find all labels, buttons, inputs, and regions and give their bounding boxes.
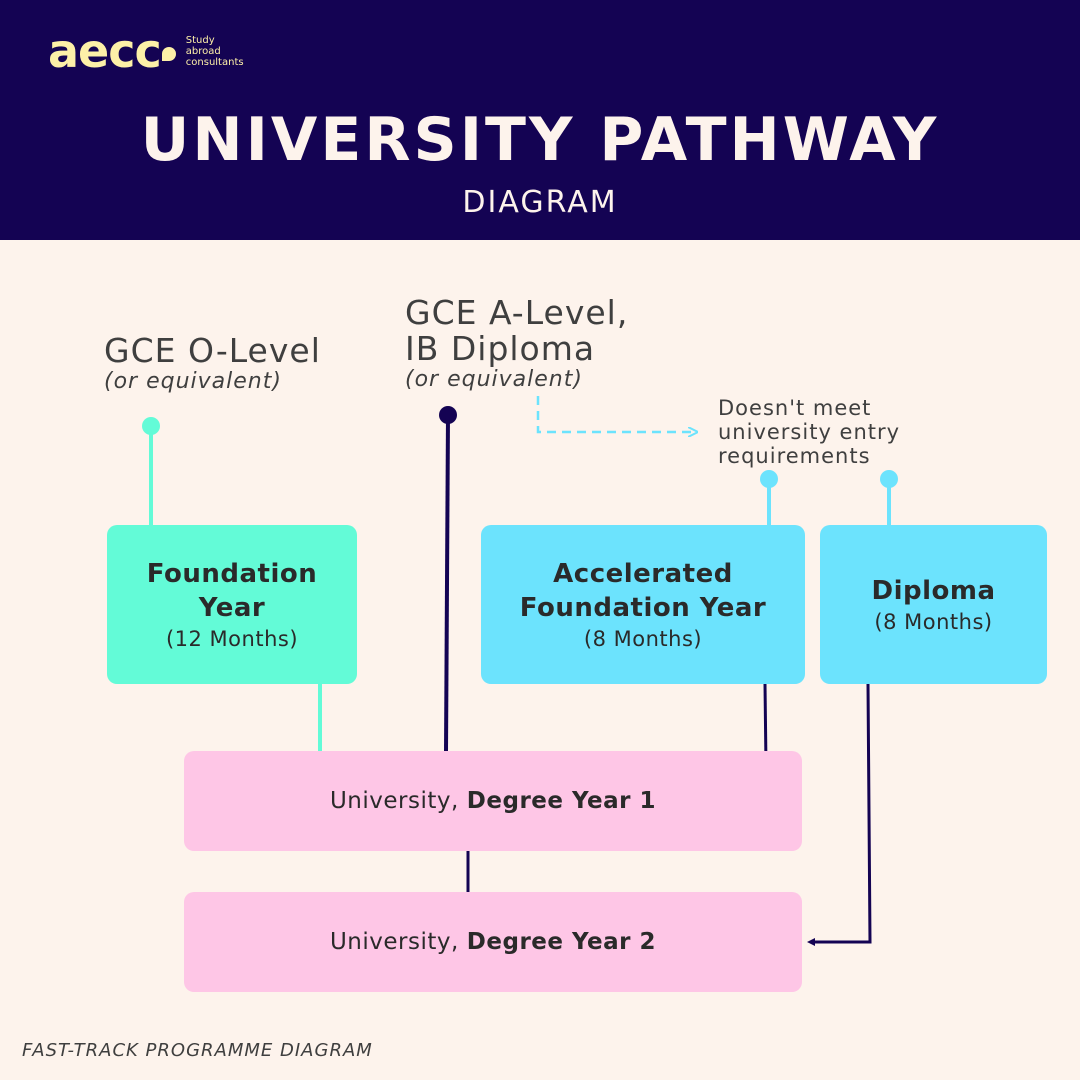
page-subtitle: DIAGRAM [462, 185, 618, 220]
box-accelerated-foundation: Accelerated Foundation Year (8 Months) [481, 525, 805, 684]
box-diploma: Diploma (8 Months) [820, 525, 1047, 684]
box-degree-year-2: University, Degree Year 2 [184, 892, 802, 992]
box-foundation-name: Foundation Year [146, 558, 318, 623]
entry-alevel-title-line-1: GCE A-Level, [405, 293, 629, 332]
requirement-dashed-arrow [536, 396, 696, 432]
requirement-note: Doesn't meet university entry requiremen… [718, 396, 901, 468]
box-foundation-duration: (12 Months) [165, 626, 299, 651]
page-title: UNIVERSITY PATHWAY [140, 105, 940, 175]
year1-stage: Degree Year 1 [466, 788, 657, 814]
header-banner: aecc Study abroad consultants UNIVERSITY… [0, 0, 1080, 240]
box-diploma-name: Diploma [871, 575, 996, 606]
entry-olevel: GCE O-Level (or equivalent) [104, 334, 321, 393]
logo-tagline-line-3: consultants [185, 56, 244, 68]
logo-tagline-line-2: abroad [185, 45, 221, 57]
alevel-to-year1-line [444, 414, 450, 753]
logo-tagline-line-1: Study [185, 34, 215, 46]
footer-caption: FAST-TRACK PROGRAMME DIAGRAM [22, 1040, 373, 1061]
entry-olevel-note: (or equivalent) [104, 369, 282, 394]
aecc-logo: aecc Study abroad consultants [48, 26, 244, 76]
year1-prefix: University, [329, 788, 459, 814]
year2-stage: Degree Year 2 [466, 929, 657, 955]
logo-wordmark: aecc [48, 24, 162, 78]
logo-speech-dot-icon [161, 47, 176, 61]
logo-tagline: Study abroad consultants [186, 35, 244, 68]
box-foundation-year: Foundation Year (12 Months) [107, 525, 357, 684]
box-accelerated-duration: (8 Months) [583, 626, 703, 651]
entry-alevel: GCE A-Level, IB Diploma (or equivalent) [405, 296, 628, 391]
entry-alevel-note: (or equivalent) [405, 367, 583, 392]
box-accelerated-name: Accelerated Foundation Year [519, 558, 767, 623]
box-degree-year-1: University, Degree Year 1 [184, 751, 802, 851]
entry-olevel-title: GCE O-Level [104, 331, 321, 370]
entry-alevel-title-line-2: IB Diploma [405, 329, 596, 368]
year2-prefix: University, [329, 929, 459, 955]
diploma-to-year2-arrow [807, 683, 872, 946]
box-diploma-duration: (8 Months) [874, 609, 993, 634]
